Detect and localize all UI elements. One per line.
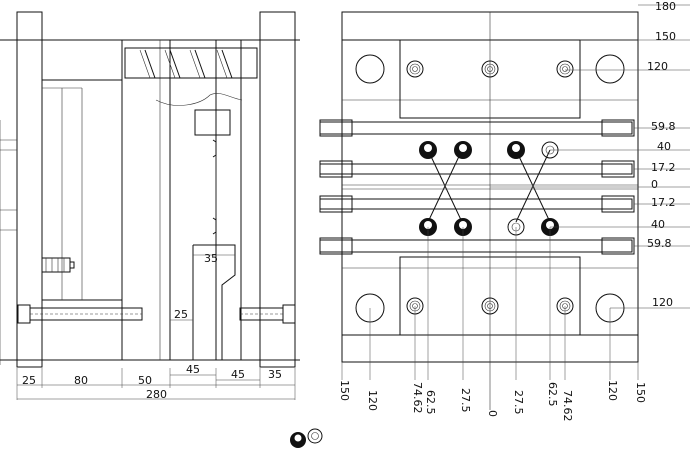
dim-50: 50 <box>138 374 152 387</box>
dim-25: 25 <box>22 374 36 387</box>
bdim-150: 150 <box>338 380 351 401</box>
dim-280: 280 <box>146 388 167 401</box>
guide-hole-tr <box>595 54 625 84</box>
rdim-180: 180 <box>655 0 676 13</box>
dim-25-inner: 25 <box>174 308 188 321</box>
left-clamp-plate <box>16 11 43 368</box>
rdim-0: 0 <box>651 178 658 191</box>
left-view: 35 25 25 80 50 45 45 35 <box>0 11 300 401</box>
lower-block <box>193 244 236 360</box>
bdim-120b: 120 <box>606 380 619 401</box>
bdim-120: 120 <box>366 390 379 411</box>
guide-hole-tl <box>355 54 385 84</box>
rdim-40: 40 <box>657 140 671 153</box>
bolt-head-right <box>282 304 296 324</box>
rdim-17-2: 17.2 <box>651 161 676 174</box>
bdim-27-5b: 27.5 <box>512 390 525 415</box>
rdim-59-8: 59.8 <box>651 120 676 133</box>
bdim-150b: 150 <box>634 382 647 403</box>
rdim-150: 150 <box>655 30 676 43</box>
x-runners <box>427 149 551 223</box>
bolt-head-left <box>17 304 31 324</box>
dim-45-a: 45 <box>186 363 200 376</box>
upper-block <box>194 109 231 136</box>
wire-curve <box>155 93 243 106</box>
rdim-40b: 40 <box>651 218 665 231</box>
rdim-17-2b: 17.2 <box>651 196 676 209</box>
right-view: 180 150 120 59.8 40 17.2 0 17.2 40 59.8 … <box>319 0 690 422</box>
dim-35: 35 <box>268 368 282 381</box>
gate-icons <box>290 428 323 448</box>
top-screws <box>406 60 574 78</box>
rdim-120: 120 <box>647 60 668 73</box>
bdim-0: 0 <box>486 410 499 417</box>
bdim-62-5: 62.5 <box>424 390 437 415</box>
gate-markers <box>419 141 559 236</box>
dim-80: 80 <box>74 374 88 387</box>
dim-35-inner: 35 <box>204 252 218 265</box>
bdim-74-62: 74.62 <box>411 382 424 414</box>
bdim-27-5: 27.5 <box>459 388 472 413</box>
bdim-74-62b: 74.62 <box>561 390 574 422</box>
right-clamp-plate <box>259 11 296 368</box>
screw-thread <box>124 47 258 79</box>
rdim-120b: 120 <box>652 296 673 309</box>
dim-45-b: 45 <box>231 368 245 381</box>
rdim-59-8b: 59.8 <box>647 237 672 250</box>
bdim-62-5b: 62.5 <box>546 382 559 407</box>
